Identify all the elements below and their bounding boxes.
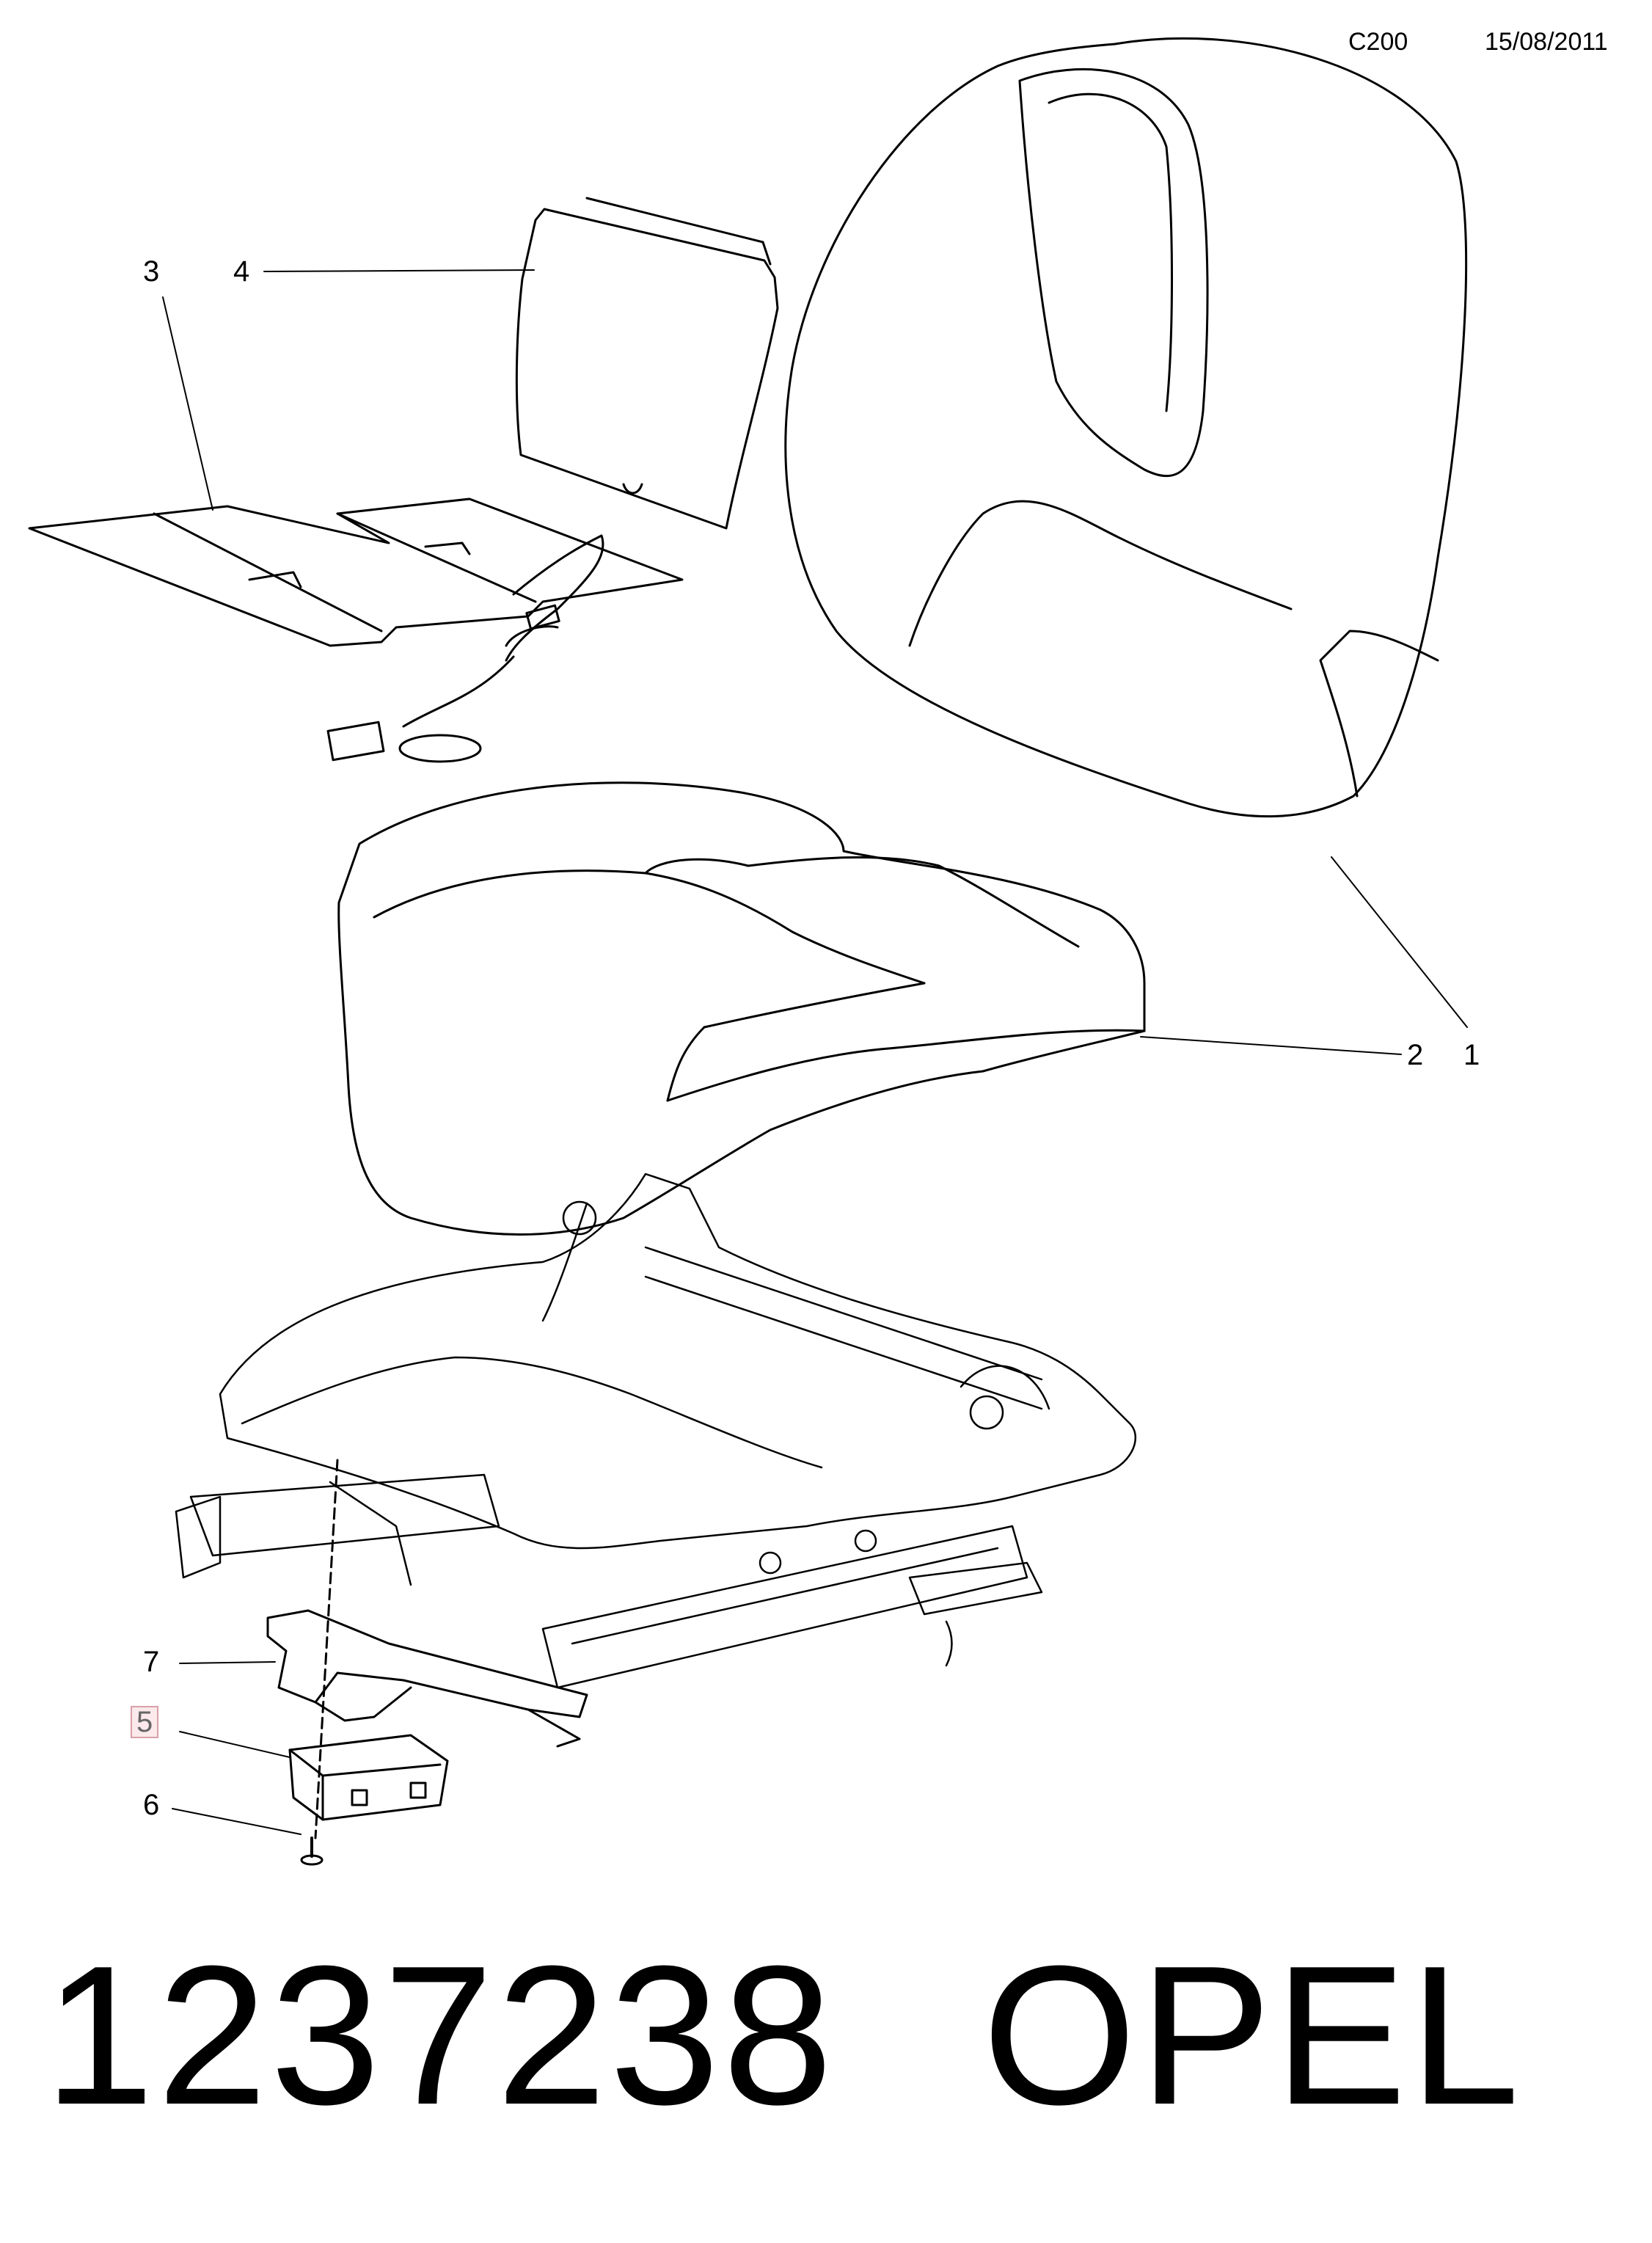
callout-2: 2 <box>1407 1039 1424 1071</box>
callout-5[interactable]: 5 <box>131 1706 159 1738</box>
callout-6: 6 <box>143 1789 160 1821</box>
callout-3: 3 <box>143 255 160 288</box>
backrest-pad <box>515 197 779 530</box>
diagram-date: 15/08/2011 <box>1485 28 1608 56</box>
callout-1: 1 <box>1463 1039 1480 1071</box>
control-module <box>288 1734 449 1821</box>
leader-lines <box>162 269 1468 1835</box>
assembly-axis-line <box>314 1459 339 1839</box>
diagram-code: C200 <box>1348 28 1408 56</box>
seat-heater-mat <box>28 497 684 763</box>
module-bracket <box>266 1609 588 1748</box>
seat-frame <box>175 1172 1137 1689</box>
callout-7: 7 <box>143 1646 160 1678</box>
brand-name: OPEL <box>982 1925 1523 2146</box>
seat-cushion-cover <box>337 781 1146 1236</box>
fastener-screw <box>300 1837 324 1866</box>
part-number: 1237238 <box>44 1925 836 2146</box>
callout-4: 4 <box>233 255 250 288</box>
backrest-cover <box>784 37 1468 818</box>
